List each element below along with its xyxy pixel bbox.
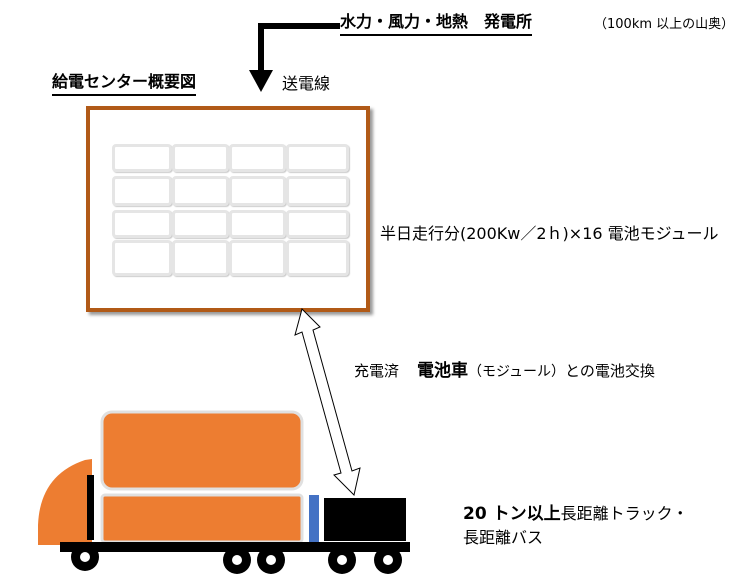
battery-module-cell xyxy=(172,176,229,206)
battery-module-cell xyxy=(229,210,286,238)
transmission-line-label: 送電線 xyxy=(282,74,330,94)
battery-module-cell xyxy=(229,144,286,172)
battery-module-cell xyxy=(112,210,172,238)
battery-truck xyxy=(30,405,420,585)
battery-module-cell xyxy=(286,144,349,172)
battery-module-cell xyxy=(172,240,229,276)
power-plant-title: 水力・風力・地熱 発電所 xyxy=(340,12,532,36)
battery-module-cell xyxy=(112,240,172,276)
vehicle-label: 20 トン以上長距離トラック・ 長距離バス xyxy=(463,502,723,550)
transmission-line-horizontal xyxy=(258,23,340,29)
battery-module-cell xyxy=(286,210,349,238)
wheel-hub xyxy=(266,555,276,565)
truck-cab xyxy=(38,459,92,545)
battery-module-label: 半日走行分(200Kw／2ｈ)×16 電池モジュール xyxy=(380,223,719,245)
battery-module-cell xyxy=(172,210,229,238)
transmission-line-arrowhead xyxy=(249,70,273,92)
vehicle-type-line2: 長距離バス xyxy=(463,528,543,547)
exchange-mid: （モジュール） xyxy=(468,364,565,380)
wheel-hub xyxy=(232,555,242,565)
exchange-suffix: との電池交換 xyxy=(565,362,655,380)
wheel-hub xyxy=(80,552,90,562)
wheel-hub xyxy=(383,555,393,565)
exchange-battery-trailer xyxy=(323,497,407,542)
battery-module-cell xyxy=(286,240,349,276)
battery-module-lower xyxy=(102,495,302,542)
transmission-line-vertical xyxy=(258,23,264,73)
battery-module-cell xyxy=(112,176,172,206)
battery-module-cell xyxy=(172,144,229,172)
exchange-bold: 電池車 xyxy=(417,361,468,381)
battery-module-cell xyxy=(112,144,172,172)
battery-module-cell xyxy=(229,240,286,276)
battery-module-upper xyxy=(102,412,302,489)
battery-module-cell xyxy=(229,176,286,206)
supply-center-box xyxy=(86,106,370,312)
trailer-connector xyxy=(309,495,319,542)
vehicle-weight: 20 トン以上 xyxy=(463,504,561,524)
power-plant-note: （100km 以上の山奥） xyxy=(594,17,734,33)
exchange-label: 充電済電池車（モジュール）との電池交換 xyxy=(354,360,655,383)
exchange-prefix: 充電済 xyxy=(354,362,399,380)
battery-module-cell xyxy=(286,176,349,206)
truck-cab-pillar xyxy=(87,475,94,540)
wheel-hub xyxy=(337,555,347,565)
diagram-title: 給電センター概要図 xyxy=(52,72,196,96)
vehicle-type-line1: 長距離トラック・ xyxy=(561,504,689,523)
